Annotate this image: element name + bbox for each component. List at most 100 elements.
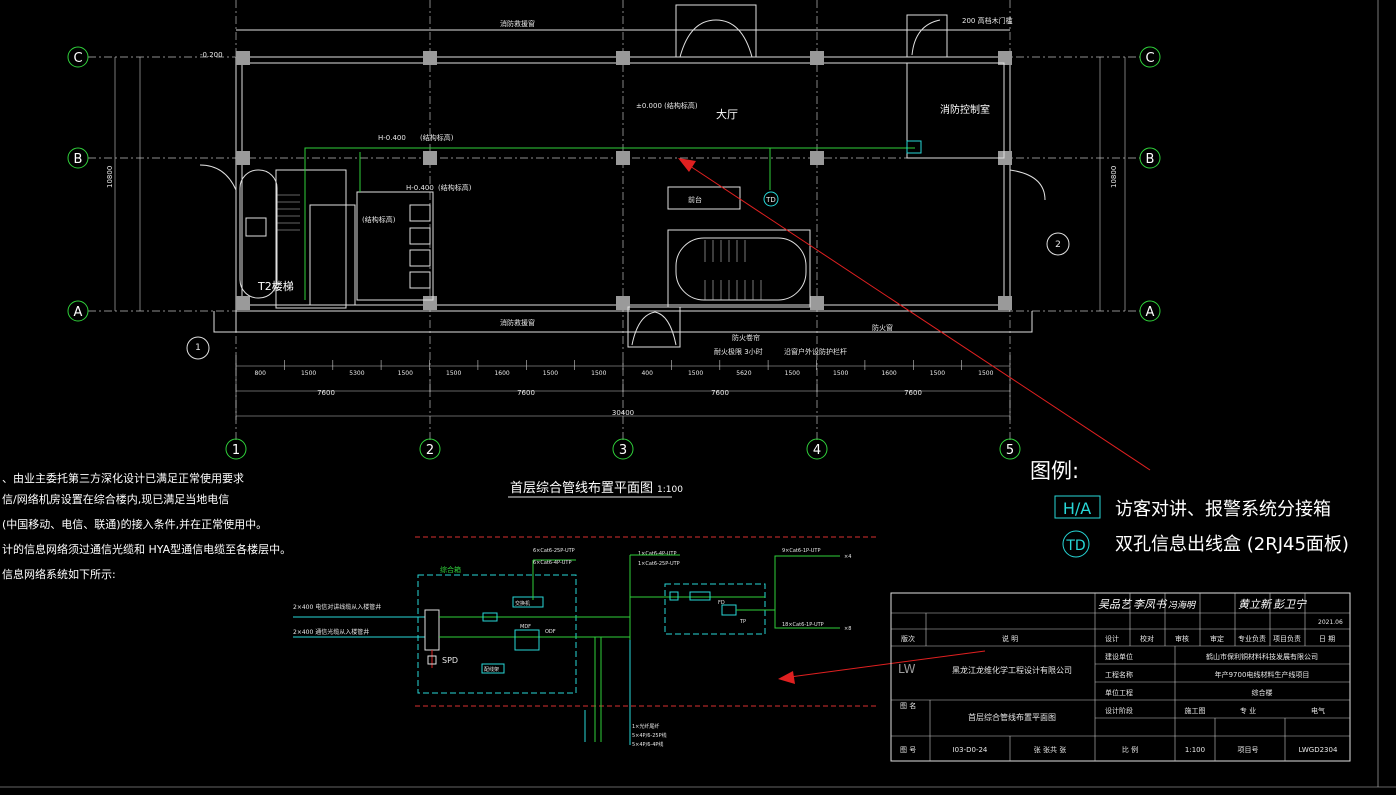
dim-height-left: 10800 bbox=[106, 166, 114, 188]
dim-mid-4: 7600 bbox=[904, 389, 922, 397]
network-system-schematic: 综合箱 2×400 电信对讲线缆从入楼管井 2×400 通信光缆从入楼管井 SP… bbox=[293, 536, 876, 748]
front-desk bbox=[667, 186, 741, 210]
label-guardrail: 沿窗户外设防护栏杆 bbox=[784, 347, 847, 356]
structure-label-3: (结构标高) bbox=[362, 215, 396, 224]
company-name: 黑龙江龙维化学工程设计有限公司 bbox=[952, 665, 1072, 675]
title-block-header-8: 项目负责 bbox=[1273, 634, 1301, 643]
fire-control-room bbox=[906, 62, 1005, 159]
svg-text:交换机: 交换机 bbox=[515, 600, 530, 607]
svg-text:2: 2 bbox=[1055, 240, 1061, 250]
room-label-stair-t2: T2楼梯 bbox=[257, 279, 294, 293]
svg-text:5×4P/6-4P线: 5×4P/6-4P线 bbox=[632, 741, 663, 748]
svg-text:1×光纤尾纤: 1×光纤尾纤 bbox=[632, 723, 659, 730]
signature-4: 黄立新 bbox=[1238, 598, 1273, 611]
title-block-header-3: 设计 bbox=[1105, 634, 1119, 643]
signature-1: 吴品艺 bbox=[1098, 598, 1133, 611]
svg-text:建设单位: 建设单位 bbox=[1105, 652, 1133, 661]
red-annotation-arrows bbox=[678, 158, 1151, 684]
signature-3: 冯海明 bbox=[1168, 600, 1197, 611]
elevation-label-outdoor: -0.200 bbox=[200, 51, 223, 59]
title-block-header-4: 校对 bbox=[1140, 634, 1154, 643]
title-block-header-9: 日 期 bbox=[1319, 635, 1335, 643]
svg-text:图 名: 图 名 bbox=[900, 701, 916, 710]
dim-top-15: 1500 bbox=[930, 370, 945, 377]
cable-label-1: 6×Cat6-25P-UTP bbox=[533, 548, 575, 554]
dim-top-2: 1500 bbox=[301, 370, 316, 377]
section-mark-1 bbox=[186, 336, 210, 360]
svg-text:1: 1 bbox=[195, 343, 201, 353]
svg-text:ODF: ODF bbox=[545, 629, 556, 635]
project-number-value: LWGD2304 bbox=[1299, 746, 1338, 754]
legend-td-text: 双孔信息出线盒 (2RJ45面板) bbox=[1115, 534, 1349, 555]
legend-title: 图例: bbox=[1030, 459, 1079, 483]
cable-label-3: 1×Cat6-4P-UTP bbox=[638, 551, 677, 557]
legend-td-symbol bbox=[1062, 530, 1090, 558]
svg-text:×8: ×8 bbox=[844, 626, 851, 632]
cable-label-5: 9×Cat6-1P-UTP bbox=[782, 548, 821, 554]
design-notes: 、由业主委托第三方深化设计已满足正常使用要求 信/网络机房设置在综合楼内,现已满… bbox=[2, 471, 291, 581]
svg-text:项目号: 项目号 bbox=[1238, 746, 1259, 754]
title-block-header-7: 专业负责 bbox=[1238, 634, 1266, 643]
label-fire-window: 防火窗 bbox=[872, 323, 893, 332]
dim-mid-2: 7600 bbox=[517, 389, 535, 397]
svg-text:工程名称: 工程名称 bbox=[1105, 670, 1133, 679]
input-cable-2: 2×400 通信光缆从入楼管井 bbox=[293, 628, 369, 636]
label-rescue-window-bottom: 消防救援窗 bbox=[500, 318, 535, 327]
svg-text:TP: TP bbox=[739, 619, 746, 625]
legend-ha-text: 访客对讲、报警系统分接箱 bbox=[1115, 499, 1331, 520]
structure-label-2: (结构标高) bbox=[438, 183, 472, 192]
elevation-label-h1: H-0.400 bbox=[378, 134, 406, 142]
note-line-2: 信/网络机房设置在综合楼内,现已满足当地电信 bbox=[2, 492, 229, 506]
company-logo: LW bbox=[898, 662, 916, 676]
grid-label-c-right: C bbox=[1145, 51, 1154, 66]
stage-value: 施工图 bbox=[1185, 706, 1206, 715]
elevation-label-h2: H-0.400 bbox=[406, 184, 434, 192]
dim-top-5: 1500 bbox=[446, 370, 461, 377]
note-line-3: (中国移动、电信、联通)的接入条件,并在正常使用中。 bbox=[2, 517, 267, 531]
outdoor-apron bbox=[213, 311, 1033, 333]
plan-scale: 1:100 bbox=[657, 485, 683, 495]
legend: 图例: H/A 访客对讲、报警系统分接箱 TD 双孔信息出线盒 (2RJ45面板… bbox=[1030, 459, 1349, 558]
title-block-header-2: 说 明 bbox=[1002, 634, 1018, 643]
label-fire-rating: 耐火极限 3小时 bbox=[714, 347, 763, 356]
dim-top-12: 1500 bbox=[785, 370, 800, 377]
unit-value: 综合楼 bbox=[1252, 688, 1273, 697]
grid-label-b-right: B bbox=[1146, 152, 1155, 167]
build-unit-value: 鹤山市保利铜材料科技发展有限公司 bbox=[1206, 652, 1318, 661]
dim-top-11: 5620 bbox=[736, 370, 751, 377]
floor-plan: C B A C B A 1 2 3 4 5 bbox=[67, 0, 1161, 498]
scale-value: 1:100 bbox=[1185, 746, 1205, 754]
section-mark-2 bbox=[1046, 232, 1070, 256]
dim-total: 30400 bbox=[612, 409, 634, 417]
dim-top-6: 1600 bbox=[494, 370, 509, 377]
cable-label-2: 6×Cat6-4P-UTP bbox=[533, 560, 572, 566]
cable-label-6: 18×Cat6-1P-UTP bbox=[782, 622, 824, 628]
project-name-value: 年产9700电线材料生产线项目 bbox=[1215, 670, 1310, 679]
svg-text:MDF: MDF bbox=[520, 624, 531, 630]
svg-text:张 张共 张: 张 张共 张 bbox=[1034, 745, 1066, 754]
room-label-fire-control: 消防控制室 bbox=[940, 103, 990, 116]
dim-height-right: 10800 bbox=[1110, 166, 1118, 188]
input-cable-1: 2×400 电信对讲线缆从入楼管井 bbox=[293, 603, 381, 611]
distribution-cabinet bbox=[417, 574, 577, 694]
svg-text:5×4P/6-25P线: 5×4P/6-25P线 bbox=[632, 732, 667, 739]
svg-text:图 号: 图 号 bbox=[900, 746, 916, 754]
entrance-vestibule bbox=[675, 4, 757, 58]
dim-mid-1: 7600 bbox=[317, 389, 335, 397]
svg-text:FD: FD bbox=[718, 600, 725, 606]
title-block-header-row: 版次说 明设计校对审核审定专业负责项目负责日 期 bbox=[901, 634, 1335, 643]
dim-top-7: 1500 bbox=[543, 370, 558, 377]
grid-label-a-right: A bbox=[1146, 305, 1155, 320]
plan-title: 首层综合管线布置平面图 bbox=[510, 481, 653, 496]
cabinet-label: 综合箱 bbox=[440, 565, 461, 574]
svg-text:×4: ×4 bbox=[844, 554, 851, 560]
dim-top-1: 800 bbox=[254, 370, 266, 377]
discipline-value: 电气 bbox=[1311, 706, 1325, 715]
elevation-label-lobby: ±0.000 (结构标高) bbox=[636, 101, 698, 110]
drawing-number-value: I03-D0-24 bbox=[953, 746, 988, 754]
stair-t2-outline bbox=[239, 169, 278, 299]
grid-label-3: 3 bbox=[619, 443, 627, 458]
signature-2: 李凤书 bbox=[1133, 598, 1168, 611]
dim-top-4: 1500 bbox=[398, 370, 413, 377]
